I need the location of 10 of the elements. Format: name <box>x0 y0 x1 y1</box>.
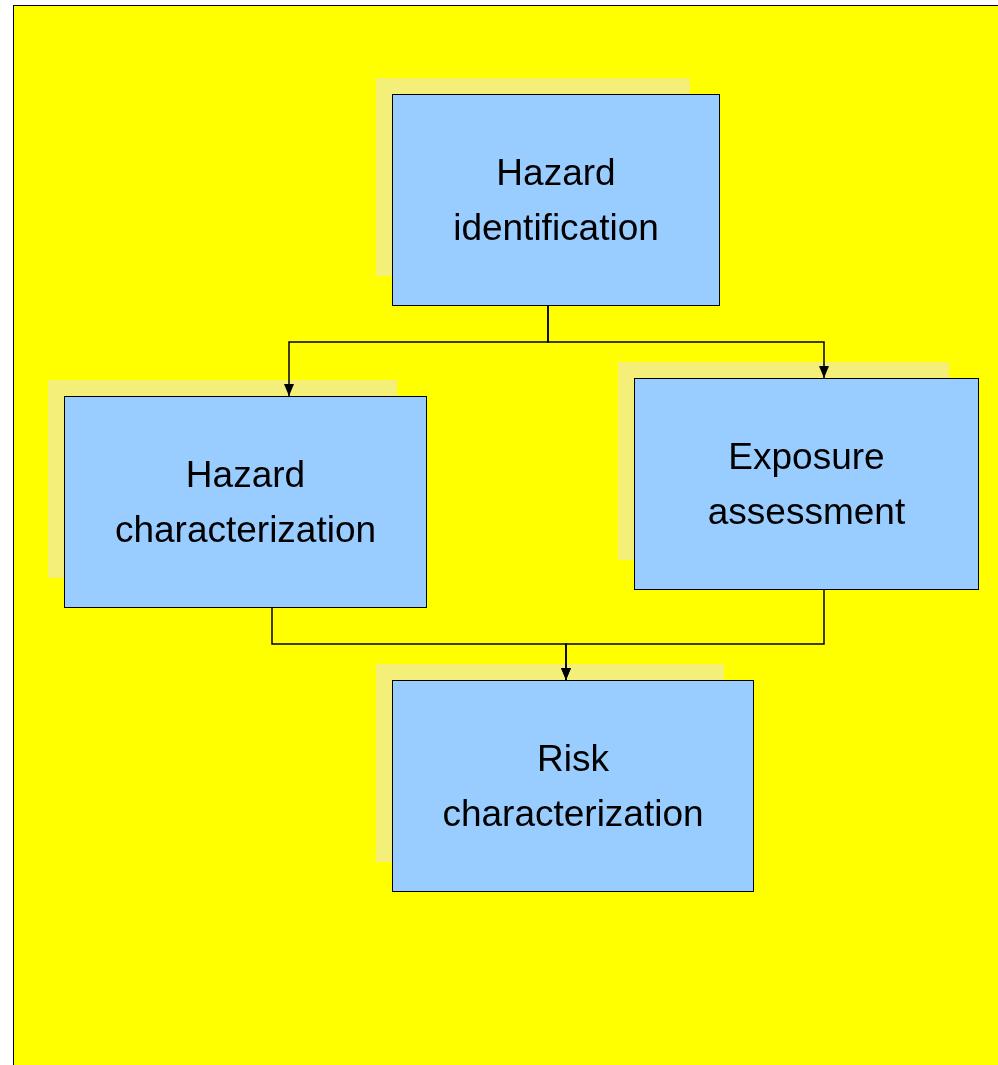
process-box <box>392 680 754 892</box>
arrow <box>561 589 825 681</box>
process-box <box>64 396 427 608</box>
box-label: Exposure assessment <box>706 434 907 534</box>
process-box <box>392 94 720 306</box>
box-label: Hazard identification <box>452 150 660 250</box>
box-label: Hazard characterization <box>113 452 378 552</box>
process-box <box>634 378 979 590</box>
box-label: Risk characterization <box>441 736 705 836</box>
arrow <box>547 305 829 379</box>
